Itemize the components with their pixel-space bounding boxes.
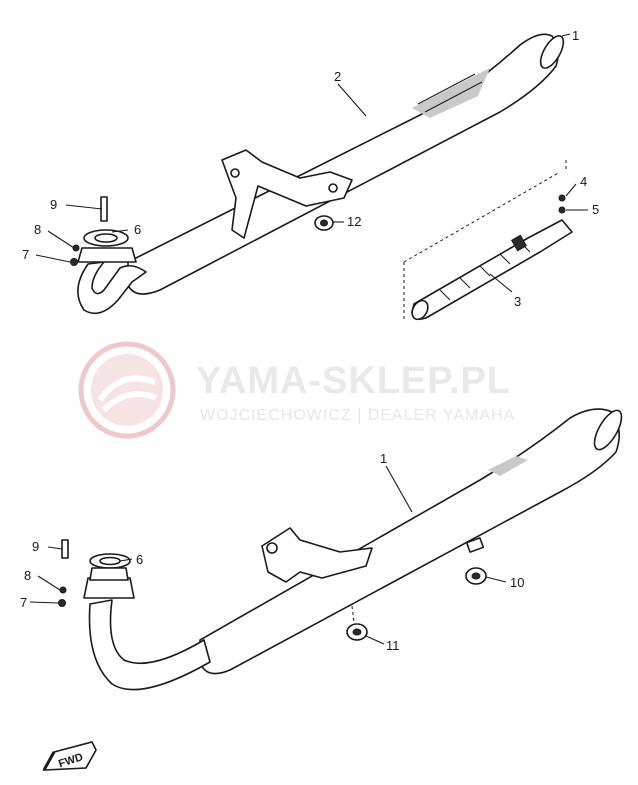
callout-top-3: 3 [514,294,521,309]
callout-bottom-9: 9 [32,539,39,554]
washer-5 [558,206,566,214]
callout-top-5: 5 [592,202,599,217]
callout-bottom-7: 7 [20,595,27,610]
callout-top-2: 2 [334,69,341,84]
callout-top-1: 1 [572,28,579,43]
callout-bottom-6: 6 [136,552,143,567]
baffle-tube [411,219,573,320]
nut-top [70,258,78,266]
nut-bottom [58,599,66,607]
mount-bracket-bottom [261,527,373,583]
callout-top-6: 6 [134,222,141,237]
callout-bottom-8: 8 [24,568,31,583]
stud-bottom [61,539,69,559]
callout-top-9: 9 [50,197,57,212]
fwd-arrow: FWD [42,741,97,771]
washer-bottom [59,586,67,594]
leaders-top [35,33,588,293]
callout-bottom-10: 10 [510,575,524,590]
header-pipe-bottom [88,599,211,691]
callout-top-12: 12 [347,214,361,229]
callout-bottom-11: 11 [386,638,400,653]
mount-bracket-top [221,149,353,239]
callouts-bottom: 1 9 6 8 7 10 11 [20,451,524,653]
callout-top-7: 7 [22,247,29,262]
leaders-bottom [29,465,507,645]
watermark: YAMA-SKLEP.PL WOJCIECHOWICZ | DEALER YAM… [78,341,515,439]
header-pipe-top [77,261,147,315]
bolt-4 [558,194,566,202]
muffler-body-bottom [199,408,620,675]
callout-bottom-1: 1 [380,451,387,466]
muffler-body-top [127,33,560,295]
top-exhaust-assembly [70,33,573,321]
callouts-top: 2 1 9 6 8 7 12 3 4 5 [22,28,599,309]
watermark-logo [78,341,176,439]
watermark-subtitle: WOJCIECHOWICZ | DEALER YAMAHA [200,407,515,424]
callout-top-4: 4 [580,174,587,189]
watermark-title: YAMA-SKLEP.PL [196,360,511,402]
callout-top-8: 8 [34,222,41,237]
bottom-exhaust-assembly [58,408,623,691]
